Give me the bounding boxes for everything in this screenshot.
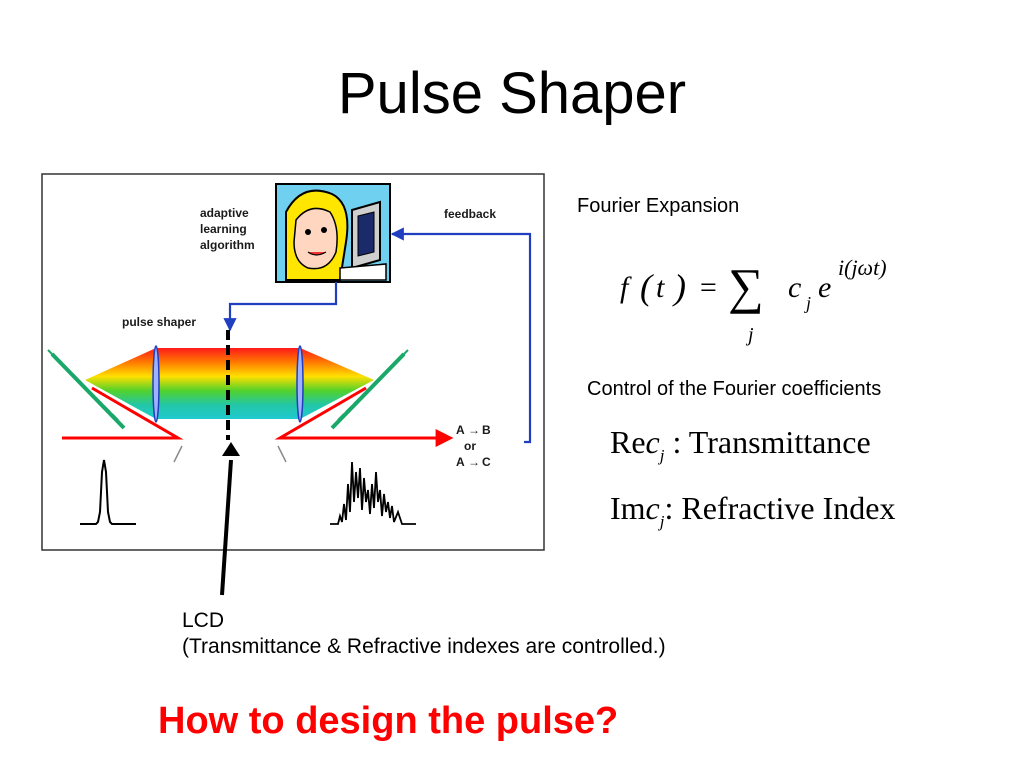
lcd-note: (Transmittance & Refractive indexes are … [182, 635, 666, 658]
operator-computer-picture [275, 183, 391, 283]
output-c: C [482, 455, 491, 469]
right-pickoff-mirror [277, 445, 287, 463]
formula-paren-open: ( [640, 267, 654, 307]
formula-f: f [620, 271, 632, 304]
fourier-title: Fourier Expansion [577, 195, 740, 217]
formula-equals: = [698, 271, 718, 304]
formula-sum-index: j [745, 324, 754, 346]
adaptive-label-3: algorithm [200, 238, 255, 252]
formula-exponent: i(jωt) [838, 255, 887, 280]
left-grating [47, 349, 126, 430]
lcd-label: LCD [182, 609, 225, 632]
re-sub: j [659, 446, 665, 465]
adaptive-label-1: adaptive [200, 206, 249, 220]
im-colon: : [664, 490, 674, 526]
output-beam [274, 386, 454, 447]
input-beam [62, 386, 184, 440]
lcd-pointer-arrow [220, 442, 240, 596]
im-var: c [645, 490, 660, 526]
control-title: Control of the Fourier coefficients [587, 378, 882, 400]
im-sub: j [659, 512, 665, 531]
right-grating [330, 349, 409, 430]
output-pulse-trace [330, 461, 416, 525]
right-lens [296, 345, 304, 423]
slide-title: Pulse Shaper [337, 61, 687, 126]
right-beam-fan [300, 348, 374, 419]
formula-c: c [788, 271, 801, 304]
re-prefix: Re [610, 424, 646, 460]
formula-paren-close: ) [672, 267, 686, 307]
imaginary-part-line: Imcj: Refractive Index [610, 490, 895, 532]
im-prefix: Im [610, 490, 646, 526]
input-pulse-trace [80, 459, 136, 525]
fourier-formula: f ( t ) = ∑ j c j e i(jωt) [620, 255, 887, 346]
output-a-2: A [456, 455, 465, 469]
re-text: Transmittance [688, 424, 871, 460]
pulse-shaper-diagram: adaptive learning algorithm feedback pul… [41, 173, 545, 551]
feedback-path [390, 227, 532, 444]
design-question: How to design the pulse? [158, 700, 619, 742]
control-path [223, 282, 338, 332]
output-or: or [464, 439, 476, 453]
formula-sigma: ∑ [728, 258, 764, 314]
im-text: Refractive Index [681, 490, 896, 526]
output-a-1: A [456, 423, 465, 437]
re-var: c [645, 424, 660, 460]
real-part-line: Recj : Transmittance [610, 424, 871, 466]
feedback-label: feedback [444, 207, 496, 221]
left-lens [152, 345, 160, 423]
formula-c-sub: j [804, 293, 811, 313]
left-beam-fan [85, 348, 156, 419]
output-arrow-1: → [468, 423, 480, 437]
pulse-shaper-label: pulse shaper [122, 315, 196, 329]
re-colon: : [672, 424, 682, 460]
adaptive-label-2: learning [200, 222, 247, 236]
lcd-caption: LCD (Transmittance & Refractive indexes … [182, 608, 666, 660]
left-pickoff-mirror [173, 445, 183, 463]
formula-t: t [656, 271, 665, 304]
output-arrow-2: → [468, 455, 480, 469]
output-b: B [482, 423, 491, 437]
formula-e: e [818, 271, 831, 304]
